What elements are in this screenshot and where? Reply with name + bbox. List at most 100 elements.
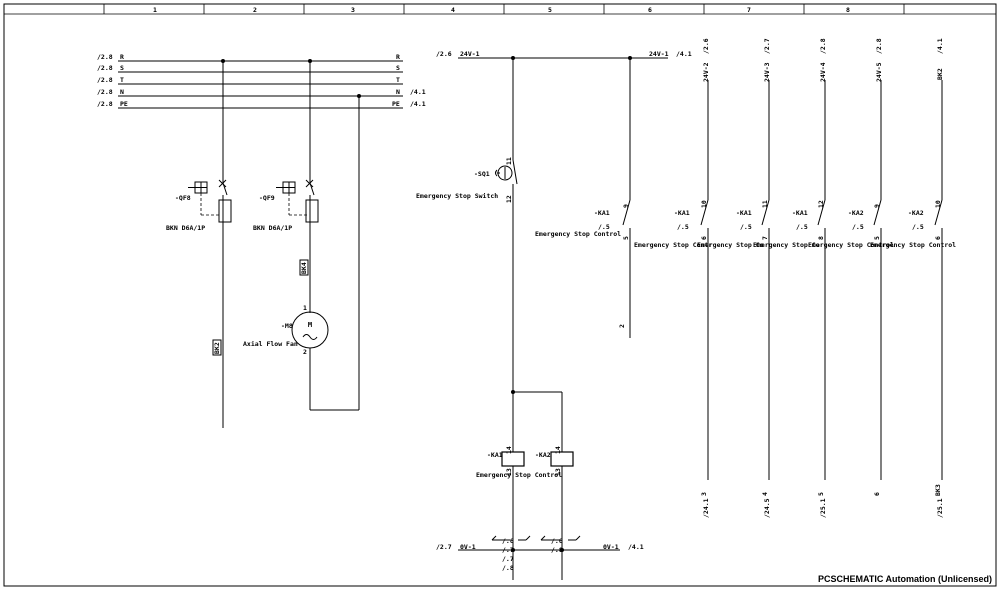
breaker-id: -QF8 xyxy=(175,194,191,202)
contact-foot: 4 xyxy=(761,492,769,496)
contact-pin: 11 xyxy=(761,200,769,208)
grid-column-label: 5 xyxy=(548,6,552,14)
motor-pin: 2 xyxy=(303,348,307,356)
contact-pin: 5 xyxy=(873,236,881,240)
grid-column-label: 6 xyxy=(648,6,652,14)
breaker-qf9-symbol xyxy=(276,61,319,313)
bus-end-name: PE xyxy=(392,100,400,108)
motor-letter: M xyxy=(308,321,312,329)
contact-ref: /.5 xyxy=(740,223,752,231)
switch-pin: 11 xyxy=(505,157,513,165)
supply-bottom-name-right: 0V-1 xyxy=(603,543,619,551)
wire-top-ref: /2.6 xyxy=(702,38,710,54)
supply-top-name-right: 24V-1 xyxy=(649,50,669,58)
coil-desc: Emergency Stop Control xyxy=(476,471,562,479)
contact-ref: /.5 xyxy=(912,223,924,231)
contact-column-4 xyxy=(817,80,826,480)
bus-name: S xyxy=(120,64,124,72)
contact-column-1 xyxy=(622,58,631,338)
cable-tag: BK2 xyxy=(213,342,221,354)
contact-desc: Emergency Stop Contr xyxy=(634,241,712,249)
switch-id: -SQ1 xyxy=(474,170,490,178)
power-bus xyxy=(118,60,403,109)
contact-desc: Emergency Stop Control xyxy=(870,241,956,249)
contact-ref: /.5 xyxy=(796,223,808,231)
contact-desc: Emergency Stop Co xyxy=(697,241,764,249)
coil-pin: 13 xyxy=(554,468,562,476)
supply-top-name: 24V-1 xyxy=(460,50,480,58)
grid-column-label: 7 xyxy=(747,6,751,14)
cable-tag-box xyxy=(299,259,309,276)
watermark-text: PCSCHEMATIC Automation (Unlicensed) xyxy=(817,574,992,584)
wire-top-ref: /2.8 xyxy=(819,38,827,54)
wire-bottom-ref: /24.5 xyxy=(763,498,771,518)
bus-end-ref: /4.1 xyxy=(410,88,426,96)
coil-id: -KA1 xyxy=(487,451,503,459)
bus-ref: /2.8 xyxy=(97,100,113,108)
contact-pin: 12 xyxy=(817,200,825,208)
supply-bottom-name: 0V-1 xyxy=(460,543,476,551)
bus-end-name: T xyxy=(396,76,400,84)
wire-top-label: BK2 xyxy=(936,68,944,80)
contact-pin: 8 xyxy=(817,236,825,240)
contact-id: -KA1 xyxy=(594,209,610,217)
wire-top-label: 24V-4 xyxy=(819,62,827,82)
grid-column-label: 1 xyxy=(153,6,157,14)
contact-pin: 5 xyxy=(622,236,630,240)
junction-dot xyxy=(511,548,515,552)
grid-column-label: 2 xyxy=(253,6,257,14)
cable-tag: BK4 xyxy=(300,262,308,274)
wire-top-ref: /2.8 xyxy=(875,38,883,54)
contact-ref: /.5 xyxy=(677,223,689,231)
coil-ref: /.8 xyxy=(502,564,514,572)
emergency-stop-switch-symbol xyxy=(495,58,518,392)
bus-end-name: R xyxy=(396,53,400,61)
motor-pin: 1 xyxy=(303,304,307,312)
bus-name: T xyxy=(120,76,124,84)
grid-column-label: 4 xyxy=(451,6,455,14)
motor-desc: Axial Flow Fan xyxy=(243,340,298,348)
contact-pin: 7 xyxy=(761,236,769,240)
wire-bottom-ref: /24.1 xyxy=(702,498,710,518)
contact-foot: 3 xyxy=(700,492,708,496)
bus-end-name: N xyxy=(396,88,400,96)
contact-desc: Emergency Stop Co xyxy=(753,241,820,249)
contact-ref: /.5 xyxy=(598,223,610,231)
coil-ref: /.6 xyxy=(502,537,514,545)
contact-desc: Emergency Stop Control xyxy=(808,241,894,249)
contact-foot: BK3 xyxy=(934,484,942,496)
contact-id: -KA2 xyxy=(908,209,924,217)
wire-top-label: 24V-5 xyxy=(875,62,883,82)
motor-ac-glyph xyxy=(302,334,318,340)
grid-column-label: 8 xyxy=(846,6,850,14)
drawing-frame xyxy=(3,3,997,587)
coil-contact-mirror xyxy=(491,535,581,541)
bus-name: R xyxy=(120,53,124,61)
wire-top-label: 24V-2 xyxy=(702,62,710,82)
coil-id: -KA2 xyxy=(535,451,551,459)
contact-foot: 6 xyxy=(873,492,881,496)
coil-ref: /.6 xyxy=(551,537,563,545)
bus-ref: /2.8 xyxy=(97,64,113,72)
bus-ref: /2.8 xyxy=(97,88,113,96)
contact-pin: 10 xyxy=(700,200,708,208)
switch-desc: Emergency Stop Switch xyxy=(416,192,498,200)
contact-column-6 xyxy=(934,80,943,480)
contact-id: -KA1 xyxy=(736,209,752,217)
contact-id: -KA1 xyxy=(674,209,690,217)
wire-top-ref: /2.7 xyxy=(763,38,771,54)
switch-pin: 12 xyxy=(505,195,513,203)
breaker-type: BKN D6A/1P xyxy=(253,224,292,232)
bus-name: PE xyxy=(120,100,128,108)
contact-ref: /.5 xyxy=(852,223,864,231)
contact-id: -KA2 xyxy=(848,209,864,217)
coil-pin: 13 xyxy=(505,468,513,476)
grid-column-label: 3 xyxy=(351,6,355,14)
coil-pin: 14 xyxy=(554,446,562,454)
contact-column-5 xyxy=(873,80,882,480)
contact-column-3 xyxy=(761,80,770,480)
supply-top-ref: /2.6 xyxy=(436,50,452,58)
grid-ruler-ticks xyxy=(103,4,905,14)
bus-name: N xyxy=(120,88,124,96)
